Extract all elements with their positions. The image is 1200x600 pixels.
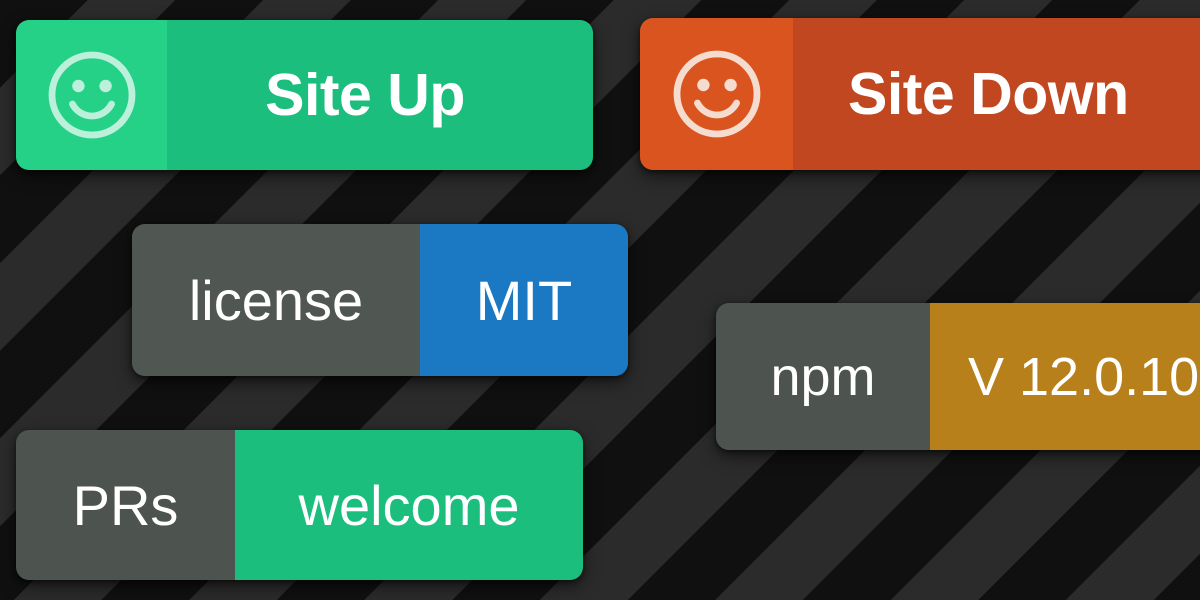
badge-npm-label: npm <box>716 303 930 450</box>
badge-site-up-value: Site Up <box>167 20 593 170</box>
badge-npm-value: V 12.0.10 <box>930 303 1200 450</box>
smiley-face-icon <box>16 20 167 170</box>
badge-site-up[interactable]: Site Up <box>16 20 593 170</box>
badge-license[interactable]: license MIT <box>132 224 628 376</box>
badge-site-down[interactable]: Site Down <box>640 18 1200 170</box>
badge-site-down-value: Site Down <box>793 18 1200 170</box>
badge-license-value: MIT <box>420 224 628 376</box>
badge-prs-value: welcome <box>235 430 583 580</box>
badge-npm[interactable]: npm V 12.0.10 <box>716 303 1200 450</box>
badge-prs-label: PRs <box>16 430 235 580</box>
badge-prs[interactable]: PRs welcome <box>16 430 583 580</box>
badge-license-label: license <box>132 224 420 376</box>
smiley-face-icon <box>640 18 793 170</box>
